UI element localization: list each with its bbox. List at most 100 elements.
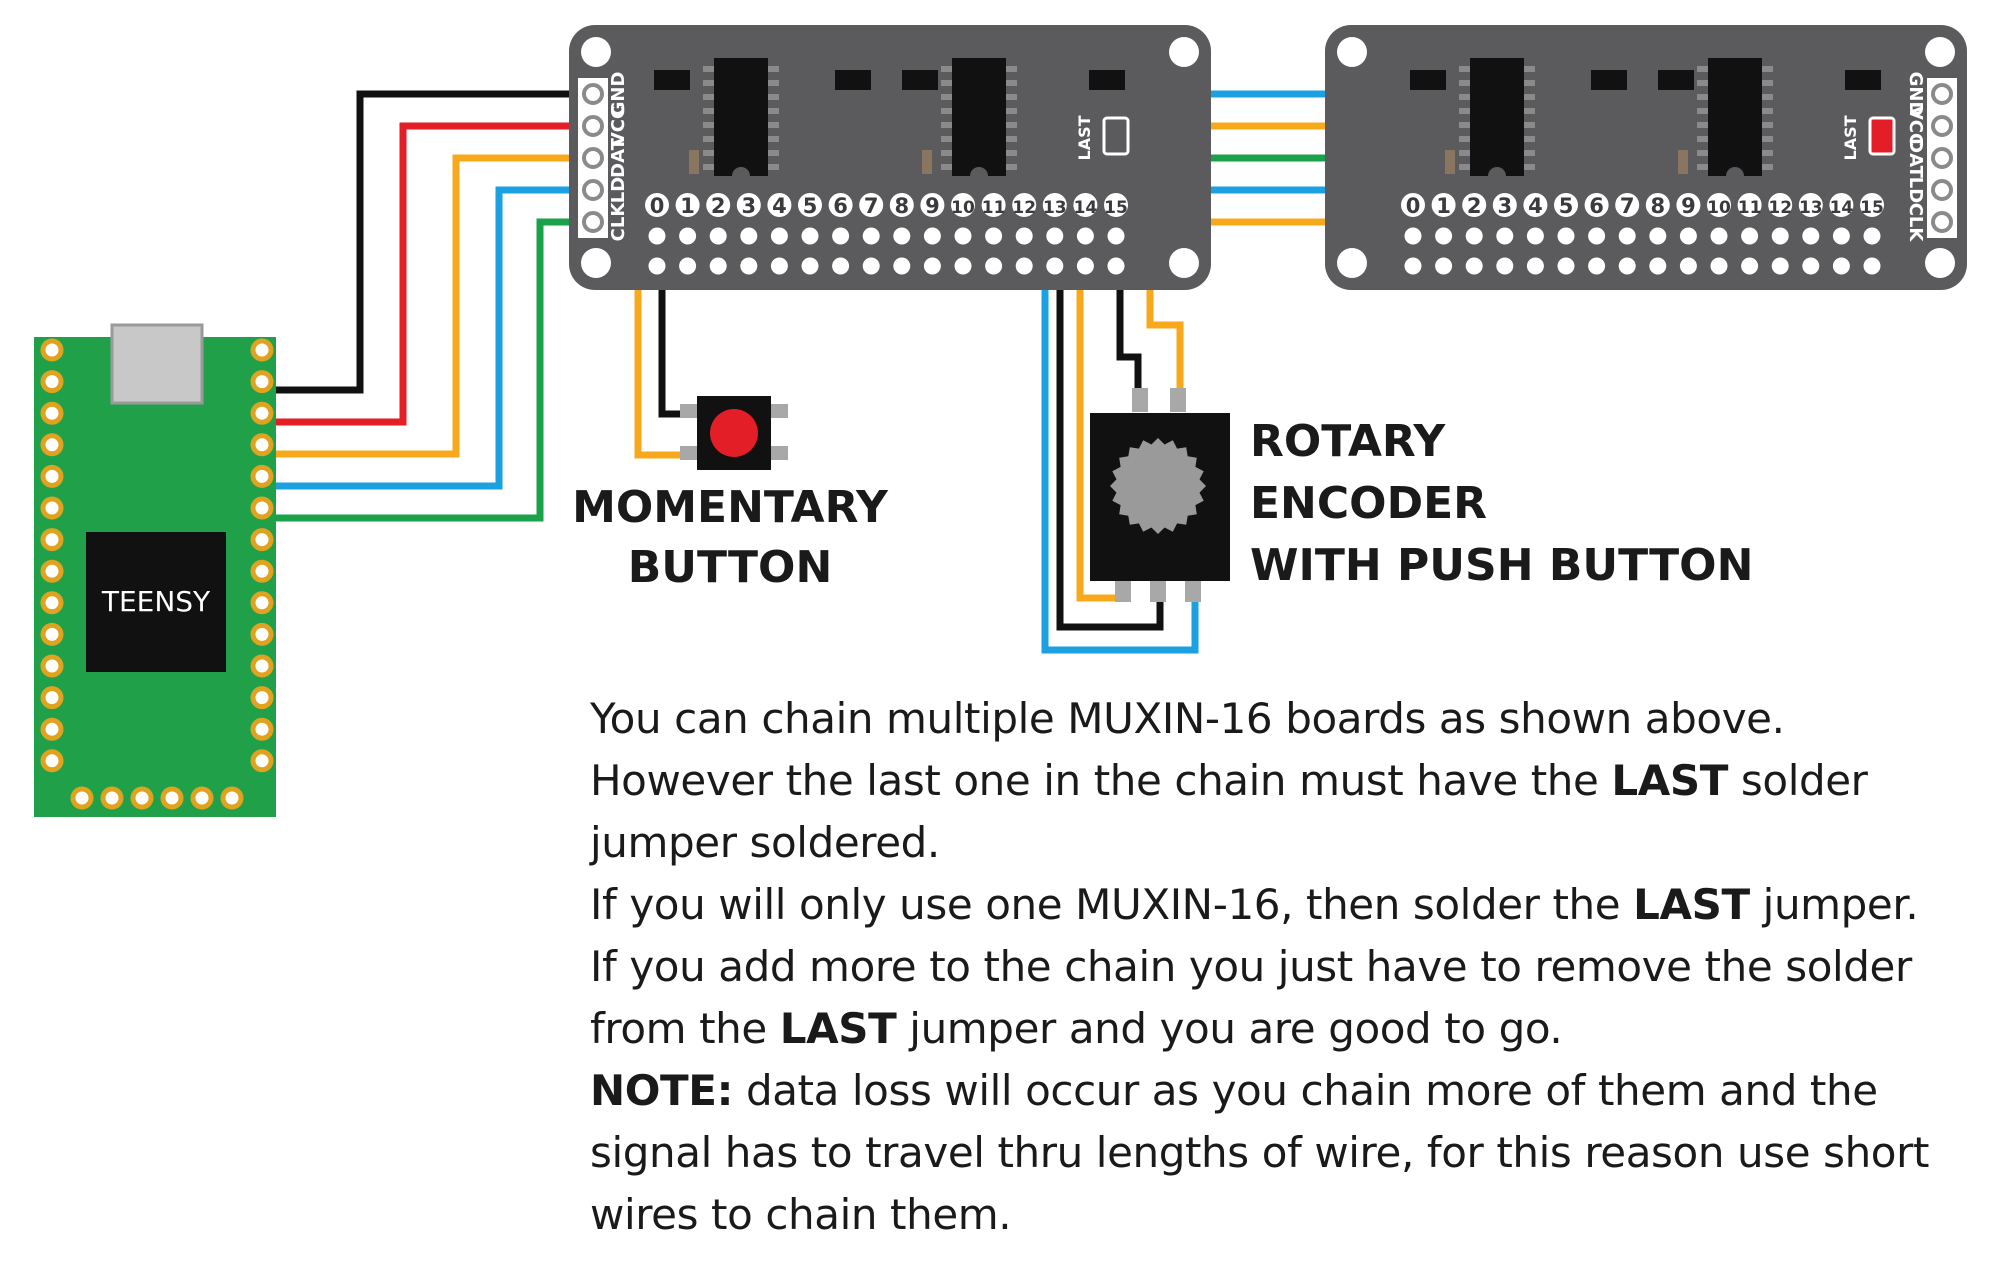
usb-connector [110, 323, 204, 405]
note-text: However the last one in the chain must h… [590, 756, 1612, 805]
channel-hole-row1 [1465, 227, 1483, 245]
last-jumper-open [1102, 116, 1130, 156]
rotary-encoder [1090, 388, 1230, 602]
channel-label-bg [981, 193, 1006, 217]
chip-body [714, 58, 768, 176]
note-text: wires to chain them. [590, 1190, 1012, 1239]
channel-label: 14 [1074, 198, 1098, 218]
channel-hole-row1 [1557, 227, 1575, 245]
chip-pin [767, 94, 779, 100]
teensy-pin [250, 559, 274, 583]
note-text: If you add more to the chain you just ha… [590, 942, 1912, 991]
channel-hole-row1 [1076, 227, 1094, 245]
channel-hole-row1 [923, 227, 941, 245]
chip-pin [1459, 150, 1471, 156]
header-pin-label: GND [608, 72, 629, 117]
note-emphasis: NOTE: [590, 1066, 733, 1115]
wire-dat [258, 154, 596, 458]
channel-label: 11 [982, 198, 1006, 218]
channel-hole-row2 [1435, 257, 1453, 275]
channel-label-bg [889, 193, 914, 217]
smd-pad [1410, 70, 1446, 90]
chip [703, 58, 779, 176]
chip-pin [1005, 66, 1017, 72]
chip-pin [703, 94, 715, 100]
wire-ld [258, 186, 596, 490]
channel-hole-row2 [1649, 257, 1667, 275]
chip-pin [941, 108, 953, 114]
encoder-pin [1185, 578, 1201, 602]
chip-pin [767, 80, 779, 86]
board-body [569, 25, 1211, 290]
chip [941, 58, 1017, 176]
mounting-hole [1169, 37, 1199, 67]
teensy-pin [250, 464, 274, 488]
encoder-pin [1150, 578, 1166, 602]
channel-label: 15 [1104, 198, 1128, 218]
header-pin-label: DAT [608, 137, 629, 177]
chip-pin [1459, 80, 1471, 86]
channel-hole-row1 [1588, 227, 1606, 245]
teensy-pin [250, 749, 274, 773]
mounting-hole [581, 248, 611, 278]
header-pin [582, 179, 604, 201]
channel-label: 8 [1650, 194, 1665, 218]
button-leg [766, 446, 788, 460]
channel-label: 0 [650, 194, 665, 218]
mounting-hole [1169, 248, 1199, 278]
header-pin [582, 115, 604, 137]
channel-label-bg [706, 193, 731, 217]
header-pin [1931, 115, 1953, 137]
note-line: from the LAST jumper and you are good to… [590, 998, 1980, 1060]
chip-pin [1005, 164, 1017, 170]
teensy-pin [40, 717, 64, 741]
chip-pin [1697, 80, 1709, 86]
chip-pin [1761, 122, 1773, 128]
channel-label: 7 [1620, 194, 1635, 218]
channel-hole-row2 [770, 257, 788, 275]
channel-label-bg [1615, 193, 1640, 217]
chip-pin [941, 150, 953, 156]
channel-label: 1 [1436, 194, 1451, 218]
chip-pin [703, 66, 715, 72]
chip-pin [1761, 136, 1773, 142]
header-pin-label: LD [608, 177, 629, 203]
chip-pin [1523, 136, 1535, 142]
mounting-hole [1925, 248, 1955, 278]
header-pin [1931, 147, 1953, 169]
channel-label: 14 [1830, 198, 1854, 218]
channel-hole-row2 [1618, 257, 1636, 275]
chip-pin [1459, 108, 1471, 114]
chip-pin [767, 136, 779, 142]
chaining-note: You can chain multiple MUXIN-16 boards a… [590, 688, 1980, 1246]
channel-hole-row2 [1679, 257, 1697, 275]
channel-label: 2 [711, 194, 726, 218]
chip-pin [1005, 122, 1017, 128]
channel-label: 15 [1860, 198, 1884, 218]
channel-hole-row1 [1710, 227, 1728, 245]
last-jumper-label: LAST [1841, 115, 1860, 160]
channel-label: 3 [1497, 194, 1512, 218]
chip-notch [1488, 167, 1506, 176]
header-pin-label: CLK [608, 202, 629, 242]
chip [1697, 58, 1773, 176]
note-line: If you will only use one MUXIN-16, then … [590, 874, 1980, 936]
teensy-pin [250, 496, 274, 520]
channel-label-bg [1707, 193, 1731, 217]
channel-hole-row2 [1802, 257, 1820, 275]
teensy-pin [250, 622, 274, 646]
note-emphasis: LAST [1633, 880, 1750, 929]
channel-label-bg [1768, 193, 1793, 217]
channel-label: 12 [1012, 198, 1036, 218]
channel-label-bg [675, 193, 700, 217]
teensy-pin [250, 401, 274, 425]
encoder-knob [1110, 438, 1206, 534]
chip-pin [1005, 80, 1017, 86]
note-text: from the [590, 1004, 780, 1053]
channel-label-bg [859, 193, 884, 217]
channel-label-bg [920, 193, 945, 217]
mounting-hole [581, 37, 611, 67]
note-text: data loss will occur as you chain more o… [733, 1066, 1878, 1115]
